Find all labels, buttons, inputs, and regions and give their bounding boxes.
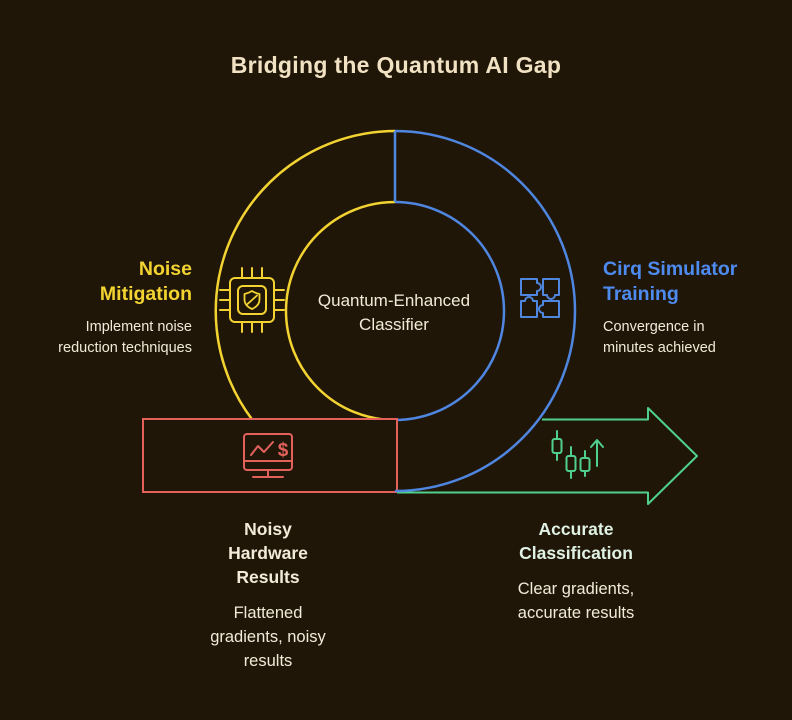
noise-mitigation-heading: Noise Mitigation bbox=[99, 258, 192, 305]
ring-inner-yellow-arc bbox=[284, 200, 396, 422]
ring-outer-yellow-arc bbox=[214, 129, 396, 421]
accurate-classification-arrow bbox=[397, 407, 698, 505]
chip-shield-icon bbox=[219, 267, 285, 333]
accurate-classification-description: Clear gradients, accurate results bbox=[517, 580, 635, 622]
monitor-chart-dollar-icon: $ bbox=[243, 433, 293, 478]
noisy-hardware-description: Flattened gradients, noisy results bbox=[210, 604, 326, 670]
page-title: Bridging the Quantum AI Gap bbox=[230, 52, 562, 78]
ring-inner-blue-arc bbox=[394, 200, 506, 422]
accurate-classification-heading: Accurate Classification bbox=[519, 519, 633, 563]
dollar-glyph: $ bbox=[278, 440, 289, 461]
cirq-simulator-heading: Cirq Simulator Training bbox=[603, 258, 738, 305]
candlestick-up-icon bbox=[551, 430, 604, 479]
noise-mitigation-description: Implement noise reduction techniques bbox=[58, 319, 192, 356]
noisy-hardware-box bbox=[142, 418, 398, 493]
center-classifier-label: Quantum-Enhanced Classifier bbox=[317, 291, 471, 334]
noisy-hardware-heading: Noisy Hardware Results bbox=[228, 519, 308, 587]
puzzle-icon bbox=[520, 278, 560, 318]
cirq-simulator-description: Convergence in minutes achieved bbox=[603, 319, 716, 356]
ring-outer-blue-arc bbox=[394, 129, 577, 493]
